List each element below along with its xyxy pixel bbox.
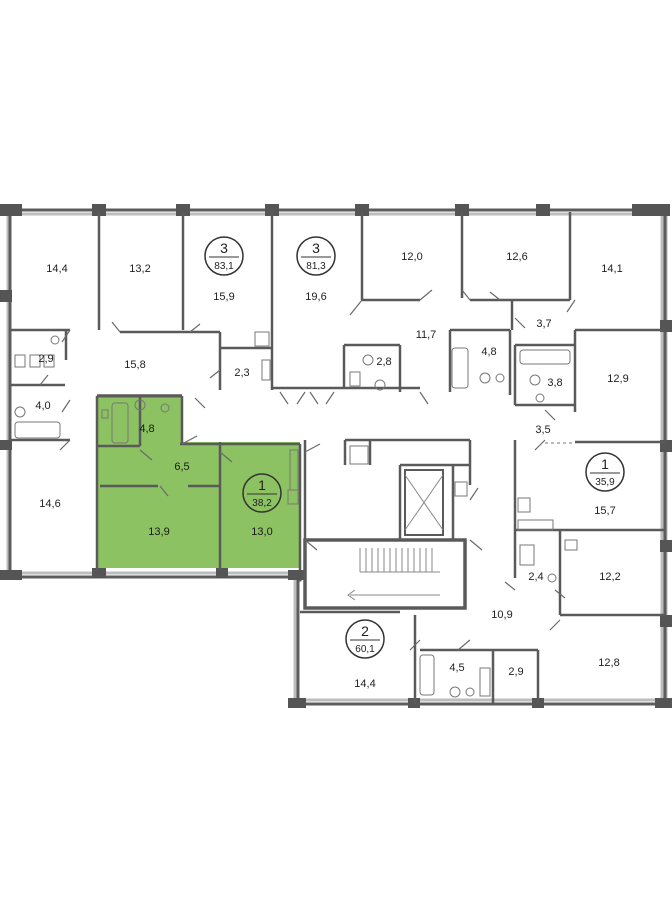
room-area: 15,9 <box>213 291 234 303</box>
fixtures <box>14 331 578 698</box>
apartment-area: 38,2 <box>252 498 272 509</box>
room-area: 19,6 <box>305 291 326 303</box>
apartment-area: 60,1 <box>355 644 375 655</box>
room-labels: 14,4 13,2 15,9 19,6 12,0 12,6 14,1 15,8 … <box>35 251 628 690</box>
apartment-rooms: 1 <box>601 456 609 472</box>
selected-apartment[interactable] <box>97 398 300 568</box>
room-area: 4,5 <box>449 662 464 674</box>
room-area: 2,3 <box>234 367 249 379</box>
apartment-rooms: 1 <box>258 477 266 493</box>
room-area: 14,4 <box>46 263 67 275</box>
doors <box>39 289 576 651</box>
room-area: 4,0 <box>35 400 50 412</box>
apartment-badge-selected[interactable]: 1 38,2 <box>242 473 282 513</box>
room-area: 10,9 <box>491 609 512 621</box>
room-area: 13,2 <box>129 263 150 275</box>
room-area: 12,9 <box>607 373 628 385</box>
apartment-rooms: 2 <box>361 623 369 639</box>
staircase <box>347 474 444 601</box>
room-area: 14,1 <box>601 263 622 275</box>
room-area: 3,7 <box>536 318 551 330</box>
room-area: 12,2 <box>599 571 620 583</box>
apartment-area: 81,3 <box>306 261 326 272</box>
room-area: 14,6 <box>39 498 60 510</box>
room-area: 4,8 <box>481 346 496 358</box>
room-area: 15,8 <box>124 359 145 371</box>
apartment-badge[interactable]: 1 35,9 <box>585 452 625 492</box>
room-area: 6,5 <box>174 461 189 473</box>
room-area: 2,8 <box>376 356 391 368</box>
room-area: 3,8 <box>547 377 562 389</box>
apartment-badge[interactable]: 3 83,1 <box>204 236 244 276</box>
room-area: 12,6 <box>506 251 527 263</box>
room-area: 12,8 <box>598 657 619 669</box>
apartment-area: 83,1 <box>214 261 234 272</box>
apartment-badge[interactable]: 2 60,1 <box>345 619 385 659</box>
room-area: 12,0 <box>401 251 422 263</box>
room-area: 3,5 <box>535 424 550 436</box>
room-area: 4,8 <box>139 423 154 435</box>
room-area: 13,0 <box>251 526 272 538</box>
room-area: 14,4 <box>354 678 375 690</box>
room-area: 11,7 <box>416 329 437 341</box>
room-area: 2,9 <box>508 666 523 678</box>
apartment-area: 35,9 <box>595 477 615 488</box>
room-area: 13,9 <box>148 526 169 538</box>
apartment-badge[interactable]: 3 81,3 <box>296 236 336 276</box>
apartment-rooms: 3 <box>312 240 320 256</box>
room-area: 15,7 <box>594 505 615 517</box>
apartment-rooms: 3 <box>220 240 228 256</box>
interior-walls <box>10 212 665 704</box>
room-area: 2,9 <box>38 353 53 365</box>
room-area: 2,4 <box>528 571 543 583</box>
